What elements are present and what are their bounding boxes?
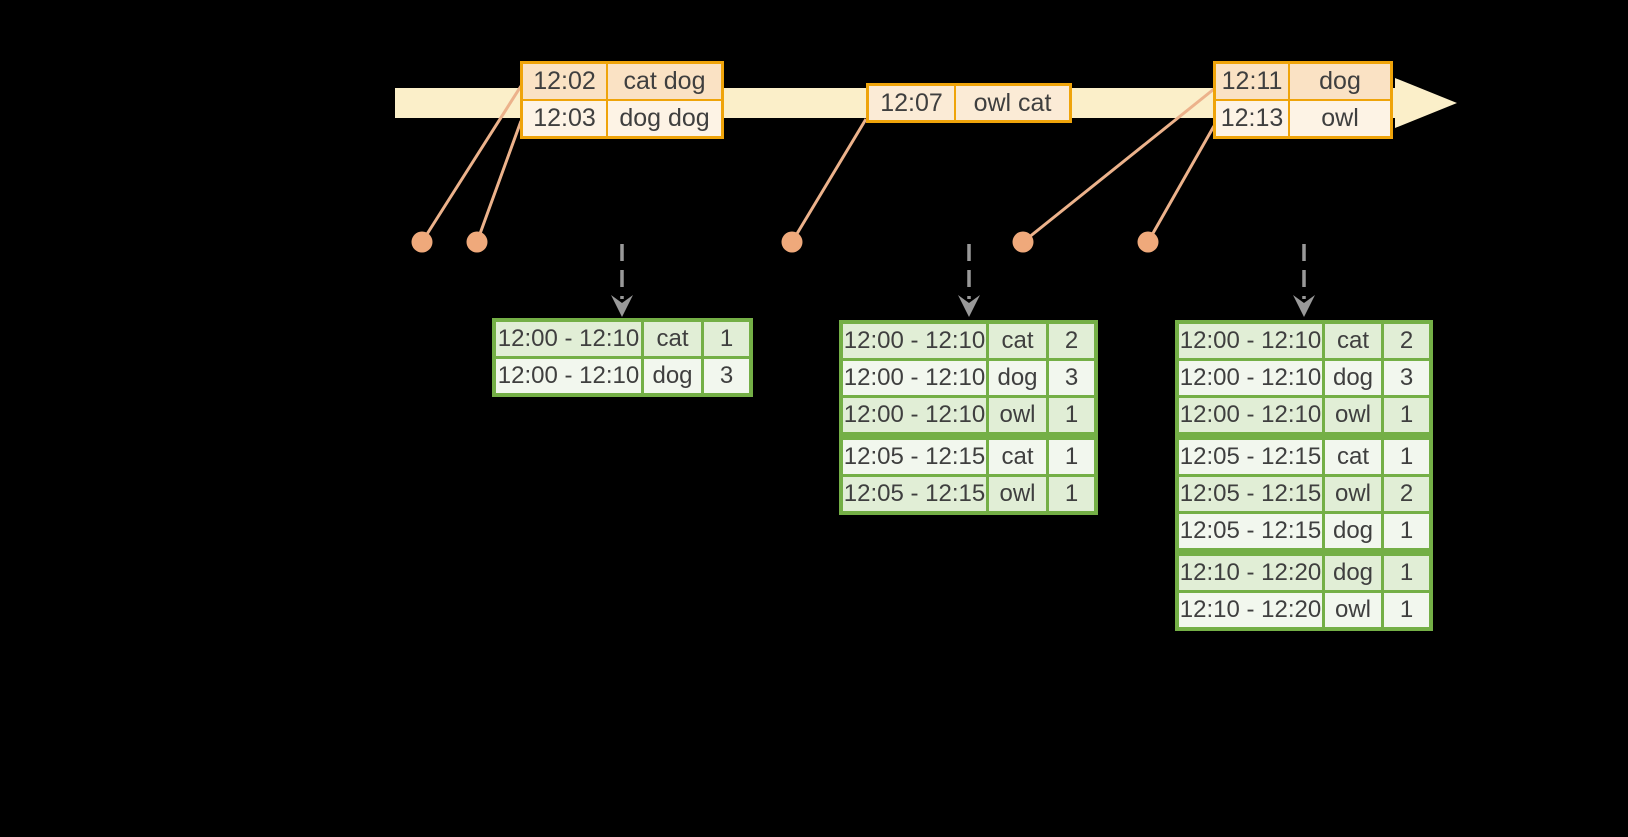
window-cell: 12:10 - 12:20: [1179, 556, 1322, 590]
count-cell: 3: [1384, 361, 1429, 395]
word-cell: dog: [644, 359, 701, 393]
count-cell: 3: [1049, 361, 1094, 395]
window-cell: 12:05 - 12:15: [1179, 477, 1322, 511]
count-cell: 2: [1384, 324, 1429, 358]
event-time-cell: 12:07: [869, 86, 954, 120]
count-cell: 3: [704, 359, 749, 393]
event-time-cell: 12:13: [1216, 101, 1288, 136]
event-time-dot: [411, 231, 433, 253]
count-cell: 1: [1384, 514, 1429, 548]
event-words-cell: owl: [1290, 101, 1390, 136]
count-cell: 1: [1049, 477, 1094, 511]
word-cell: cat: [989, 324, 1046, 358]
window-cell: 12:05 - 12:15: [1179, 440, 1322, 474]
event-time-cell: 12:11: [1216, 64, 1288, 99]
event-words-cell: dog dog: [608, 101, 721, 136]
count-cell: 1: [1384, 593, 1429, 627]
word-cell: owl: [1325, 593, 1381, 627]
event-time-dot: [781, 231, 803, 253]
count-cell: 1: [1384, 398, 1429, 432]
window-cell: 12:05 - 12:15: [843, 477, 986, 511]
window-cell: 12:00 - 12:10: [843, 361, 986, 395]
trigger-arrow: [958, 244, 980, 317]
event-connector-line: [790, 118, 868, 243]
arrow-down-icon: [611, 295, 633, 317]
trigger-arrow: [1293, 244, 1315, 317]
word-cell: cat: [644, 322, 701, 356]
word-cell: owl: [989, 398, 1046, 432]
window-cell: 12:00 - 12:10: [843, 324, 986, 358]
count-cell: 1: [1049, 398, 1094, 432]
event-time-cell: 12:02: [523, 64, 606, 99]
count-cell: 1: [1049, 440, 1094, 474]
word-cell: cat: [1325, 440, 1381, 474]
event-words-cell: dog: [1290, 64, 1390, 99]
event-words-cell: owl cat: [956, 86, 1069, 120]
event-time-dot: [1012, 231, 1034, 253]
word-cell: cat: [989, 440, 1046, 474]
event-connector-line: [420, 85, 523, 243]
word-cell: dog: [1325, 514, 1381, 548]
count-cell: 2: [1384, 477, 1429, 511]
count-cell: 2: [1049, 324, 1094, 358]
window-cell: 12:10 - 12:20: [1179, 593, 1322, 627]
word-cell: cat: [1325, 324, 1381, 358]
window-cell: 12:00 - 12:10: [843, 398, 986, 432]
count-cell: 1: [704, 322, 749, 356]
event-time-cell: 12:03: [523, 101, 606, 136]
arrow-down-icon: [958, 295, 980, 317]
trigger-arrow: [611, 244, 633, 317]
event-connector-line: [1022, 87, 1215, 244]
event-words-cell: cat dog: [608, 64, 721, 99]
window-cell: 12:00 - 12:10: [496, 322, 641, 356]
event-time-dot: [1137, 231, 1159, 253]
word-cell: owl: [1325, 477, 1381, 511]
event-time-dot: [466, 231, 488, 253]
window-cell: 12:00 - 12:10: [496, 359, 641, 393]
word-cell: owl: [989, 477, 1046, 511]
word-cell: dog: [1325, 556, 1381, 590]
timeline-arrowhead-icon: [1395, 78, 1457, 128]
window-cell: 12:00 - 12:10: [1179, 324, 1322, 358]
window-cell: 12:05 - 12:15: [1179, 514, 1322, 548]
count-cell: 1: [1384, 556, 1429, 590]
event-connector-line: [1146, 125, 1216, 243]
count-cell: 1: [1384, 440, 1429, 474]
word-cell: dog: [1325, 361, 1381, 395]
event-connector-line: [475, 120, 523, 243]
word-cell: dog: [989, 361, 1046, 395]
window-cell: 12:00 - 12:10: [1179, 398, 1322, 432]
window-cell: 12:00 - 12:10: [1179, 361, 1322, 395]
word-cell: owl: [1325, 398, 1381, 432]
arrow-down-icon: [1293, 295, 1315, 317]
window-cell: 12:05 - 12:15: [843, 440, 986, 474]
